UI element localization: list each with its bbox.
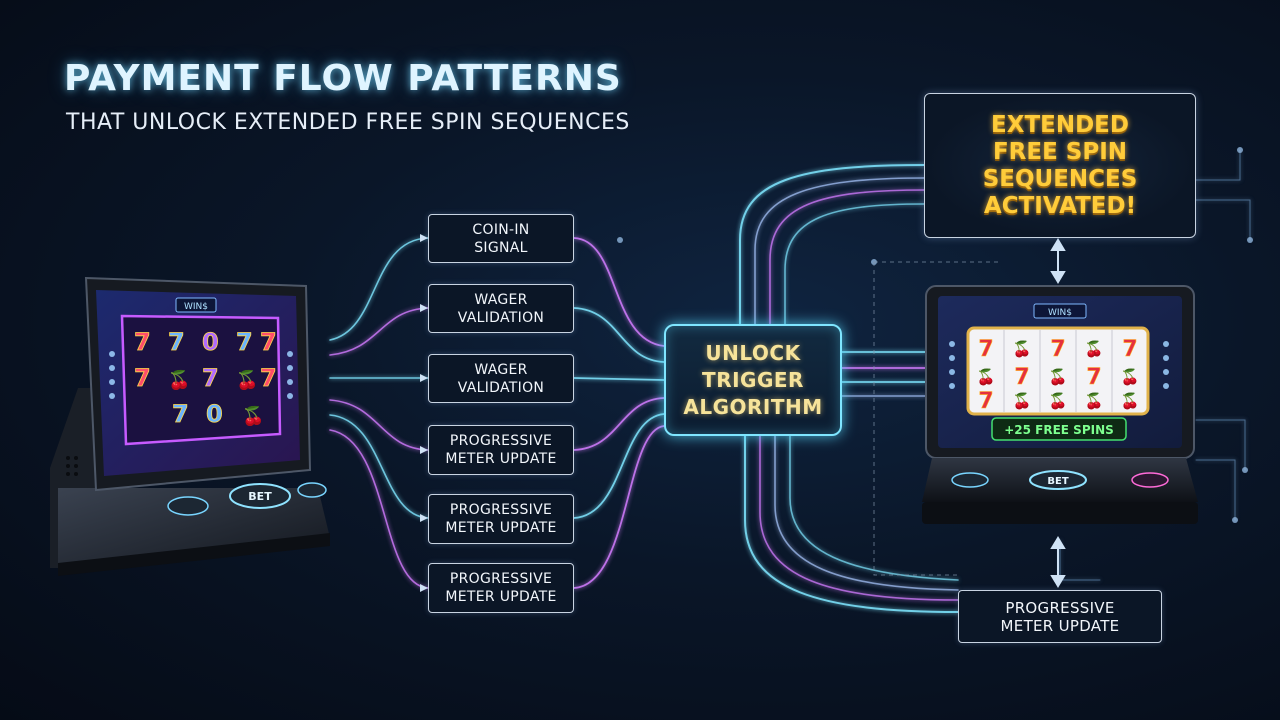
right-reel-symbol: 7: [1086, 365, 1101, 390]
left-spin-button-icon: [167, 496, 209, 516]
wire-hub-to-meter-b: [759, 435, 959, 601]
left-reel-symbol: 🍒: [242, 405, 264, 427]
wire-hub-to-result-c: [769, 189, 925, 325]
progressive-meter-node: PROGRESSIVE METER UPDATE: [958, 590, 1162, 643]
wire-hub-to-meter-a: [744, 435, 959, 613]
left-top-badge: WIN$: [184, 302, 208, 312]
page-title: PAYMENT FLOW PATTERNS: [64, 58, 622, 99]
flow-node-wager-validation: WAGER VALIDATION: [428, 354, 574, 403]
right-reel-symbol: 🍒: [1013, 340, 1032, 358]
page-subtitle: THAT UNLOCK EXTENDED FREE SPIN SEQUENCES: [66, 110, 630, 135]
wire-hub-to-result-d: [784, 203, 925, 325]
flow-node-progressive-meter: PROGRESSIVE METER UPDATE: [428, 425, 574, 475]
wire-machine-to-prog3: [329, 429, 429, 589]
left-reel-symbol: 7: [236, 328, 253, 356]
wire-hub-to-result-a: [739, 164, 925, 325]
left-reel-symbol: 0: [206, 400, 223, 428]
wire-machine-to-wager1: [329, 307, 429, 356]
right-slot-machine: WIN$ 7 🍒 7 🍒 7 🍒 7 🍒 7 🍒 7 🍒 🍒 🍒 🍒 +25 F…: [922, 285, 1198, 524]
wire-wager2-to-hub: [573, 377, 665, 381]
wire-wager1-to-hub: [573, 307, 665, 363]
right-reel-symbol: 🍒: [1121, 368, 1140, 386]
right-reel-symbol: 🍒: [1121, 392, 1140, 410]
left-reel-symbol: 🍒: [236, 369, 258, 391]
right-reel-symbol: 7: [1014, 365, 1029, 390]
right-top-badge: WIN$: [1048, 308, 1072, 318]
flow-node-progressive-meter: PROGRESSIVE METER UPDATE: [428, 494, 574, 544]
arrow-machine-meter: [1050, 536, 1066, 588]
flow-node-wager-validation: WAGER VALIDATION: [428, 284, 574, 333]
flow-node-coin-in: COIN-IN SIGNAL: [428, 214, 574, 263]
flow-node-progressive-meter: PROGRESSIVE METER UPDATE: [428, 563, 574, 613]
left-slot-machine: 7 7 0 7 7 7 🍒 7 🍒 7 7 0 🍒 WIN$ BET: [50, 276, 330, 576]
right-reel-symbol: 🍒: [977, 368, 996, 386]
unlock-trigger-hub: UNLOCK TRIGGER ALGORITHM: [664, 324, 842, 436]
left-bet-button: [229, 483, 291, 509]
left-reel-symbol: 7: [260, 364, 277, 392]
wire-hub-to-result-b: [754, 177, 925, 325]
left-reel-symbol: 7: [134, 328, 151, 356]
right-reel-symbol: 7: [1122, 337, 1137, 362]
left-reel-symbol: 7: [172, 400, 189, 428]
right-reel-symbol: 🍒: [1049, 392, 1068, 410]
arrow-result-machine: [1050, 238, 1066, 284]
left-reel-symbol: 7: [168, 328, 185, 356]
right-reel-symbol: 7: [978, 337, 993, 362]
free-spins-banner: +25 FREE SPINS: [1004, 423, 1114, 437]
left-bet-label: BET: [248, 490, 272, 503]
wire-machine-to-coin: [329, 237, 429, 341]
left-reel-symbol: 0: [202, 328, 219, 356]
left-reel-symbol: 7: [260, 328, 277, 356]
right-bet-label: BET: [1047, 476, 1068, 487]
right-reel-symbol: 🍒: [1085, 340, 1104, 358]
right-reel-symbol: 7: [1050, 337, 1065, 362]
left-reel-symbol: 7: [134, 364, 151, 392]
right-bet-button: [1029, 470, 1087, 490]
wire-machine-to-prog2: [329, 414, 429, 519]
wire-prog3-to-hub: [573, 425, 665, 589]
right-reel-symbol: 🍒: [1085, 392, 1104, 410]
right-reel-symbol: 🍒: [1049, 368, 1068, 386]
wire-hub-to-meter-c: [774, 435, 959, 591]
right-reel-symbol: 7: [978, 389, 993, 414]
wire-hub-to-meter-d: [789, 435, 959, 581]
left-reel-symbol: 🍒: [168, 369, 190, 391]
wire-prog2-to-hub: [573, 413, 665, 519]
result-activated-box: EXTENDED FREE SPIN SEQUENCES ACTIVATED!: [924, 93, 1196, 238]
wire-machine-to-prog1: [329, 399, 429, 451]
wire-coin-to-hub: [573, 237, 665, 347]
left-reel-symbol: 7: [202, 364, 219, 392]
right-reel-symbol: 🍒: [1013, 392, 1032, 410]
wire-prog1-to-hub: [573, 397, 665, 451]
